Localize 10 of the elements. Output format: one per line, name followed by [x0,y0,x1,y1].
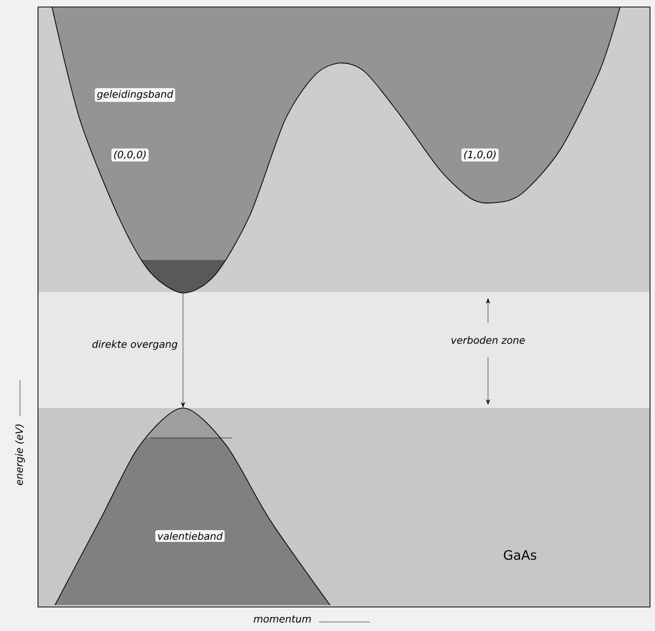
axis-label: energie (eV) [15,424,25,486]
band-label: valentieband [155,530,225,542]
material-label: GaAs [504,550,536,560]
band-label: (1,0,0) [461,148,499,162]
band-label: (0,0,0) [111,148,149,162]
arrow [181,293,185,408]
band-label: geleidingsband [94,88,176,102]
zone-label: verboden zone [451,336,525,344]
edge-label: direkte overgang [92,340,178,350]
axis-label: momentum [254,615,311,623]
